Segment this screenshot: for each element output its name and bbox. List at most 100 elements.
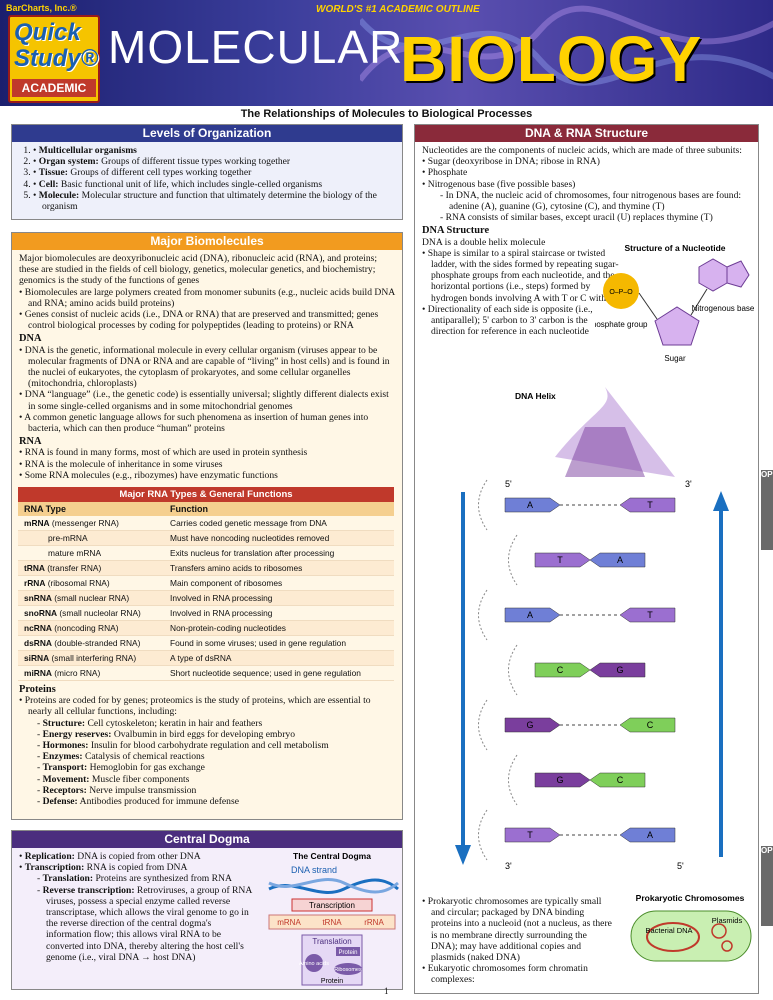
three-prime-bottom: 3' [505, 861, 512, 871]
dna-structure-heading: DNA Structure [422, 225, 490, 237]
nucleotide-base [619, 827, 676, 843]
base-letter: G [526, 720, 533, 730]
header-banner: BarCharts, Inc.® WORLD'S #1 ACADEMIC OUT… [0, 0, 773, 106]
tagline: WORLD'S #1 ACADEMIC OUTLINE [316, 4, 480, 15]
sugar-phosphate-backbone [478, 699, 488, 751]
rna-types-table: Major RNA Types & General Functions RNA … [18, 487, 394, 682]
rna-table-row: mRNA (messenger RNA)Carries coded geneti… [18, 516, 394, 532]
dna-structure-text: DNA is a double helix molecule Shape is … [422, 237, 620, 338]
dogma-subitem: Reverse transcription: Retroviruses, a g… [37, 885, 253, 963]
dna-structure-bullet: Shape is similar to a spiral staircase o… [422, 248, 620, 304]
sugar-label: Sugar [664, 354, 686, 363]
protein-function-item: Structure: Cell cytoskeleton; keratin in… [37, 718, 395, 729]
dogma-figure-title: The Central Dogma [293, 851, 371, 861]
mrna-label: mRNA [277, 918, 301, 927]
sugar-phosphate-backbone [508, 534, 518, 586]
bacterial-dna-label: Bacterial DNA [645, 926, 692, 935]
rna-type-cell: miRNA (micro RNA) [18, 665, 165, 682]
dna-structure-bullet: Directionality of each side is opposite … [422, 304, 620, 338]
open-side-tab: OPEN [761, 470, 773, 550]
prokaryotic-bullet: Prokaryotic chromosomes are typically sm… [422, 896, 613, 963]
table-header: RNA Type [18, 502, 165, 517]
proteins-heading: Proteins [19, 684, 56, 696]
base-letter: T [527, 830, 533, 840]
rna-type-cell: snoRNA (small nucleolar RNA) [18, 605, 165, 622]
level-item: Organ system: Groups of different tissue… [33, 156, 395, 167]
base-note: RNA consists of similar bases, except ur… [440, 212, 751, 223]
dna-heading: DNA [19, 333, 42, 345]
rna-type-cell: ncRNA (noncoding RNA) [18, 620, 165, 637]
sugar-phosphate-backbone [508, 754, 518, 806]
nucleotide-base [619, 497, 676, 513]
nucleotide-base [619, 607, 676, 623]
biomolecules-panel: Major Biomolecules Major biomolecules ar… [11, 232, 403, 820]
dna-rna-title: DNA & RNA Structure [415, 125, 758, 142]
base-letter: T [647, 500, 653, 510]
rna-function-cell: Found in some viruses; used in gene regu… [164, 635, 394, 652]
phosphate-group-label: Phosphate group [595, 320, 648, 329]
nucleotide-figure-title: Structure of a Nucleotide [624, 243, 725, 253]
rna-function-cell: A type of dsRNA [164, 650, 394, 667]
nucleotide-subunit: Nitrogenous base (five possible bases) [422, 179, 751, 190]
protein-label: Protein [338, 950, 357, 956]
levels-body: Multicellular organisms Organ system: Gr… [12, 142, 402, 215]
base-letter: G [616, 665, 623, 675]
level-item: Molecule: Molecular structure and functi… [33, 190, 395, 212]
proteins-intro: Proteins are coded for by genes; proteom… [19, 695, 395, 717]
base-letter: T [647, 610, 653, 620]
nitrogenous-base-label: Nitrogenous base [692, 304, 755, 313]
table-header: Function [164, 502, 394, 517]
nucleotide-diagram: Structure of a Nucleotide O–P–O Phosphat… [595, 243, 755, 363]
base-note: In DNA, the nucleic acid of chromosomes,… [440, 190, 751, 212]
chromosome-text: Prokaryotic chromosomes are typically sm… [415, 893, 620, 989]
level-item: Cell: Basic functional unit of life, whi… [33, 179, 395, 190]
rna-table-row: tRNA (transfer RNA)Transfers amino acids… [18, 560, 394, 577]
helix-background-art [360, 5, 773, 86]
amino-acids-label: Amino acids [299, 961, 329, 967]
logo-line-3: ACADEMIC [12, 79, 96, 97]
dna-bullet: A common genetic language allows for suc… [19, 412, 395, 434]
rna-table-title: Major RNA Types & General Functions [18, 487, 394, 503]
nucleotide-base [589, 552, 646, 568]
dogma-item: Transcription: RNA is copied from DNA [19, 862, 253, 873]
three-prime-top: 3' [685, 479, 692, 489]
prokaryotic-figure-title: Prokaryotic Chromosomes [636, 893, 745, 903]
rna-table-row: snRNA (small nuclear RNA)Involved in RNA… [18, 590, 394, 607]
rna-type-cell: dsRNA (double-stranded RNA) [18, 635, 165, 652]
plasmids-label: Plasmids [712, 916, 743, 925]
ribosomes-label: Ribosomes [334, 967, 362, 973]
nucleotide-base [619, 717, 676, 733]
rrna-label: rRNA [364, 918, 384, 927]
nucleotide-base [534, 662, 591, 678]
eukaryotic-bullet: Eukaryotic chromosomes form chromatin co… [422, 963, 613, 985]
rna-bullet: Some RNA molecules (e.g., ribozymes) hav… [19, 470, 395, 481]
base-letter: C [647, 720, 654, 730]
page-title-biology: BIOLOGY [400, 23, 703, 95]
central-dogma-body: Replication: DNA is copied from other DN… [12, 848, 260, 966]
rna-table-row: dsRNA (double-stranded RNA)Found in some… [18, 635, 394, 652]
rna-function-cell: Involved in RNA processing [164, 605, 394, 622]
logo-line-1: Quick [14, 19, 81, 46]
central-dogma-diagram: The Central Dogma DNA strand Transcripti… [268, 851, 399, 986]
biomolecules-body: Major biomolecules are deoxyribonucleic … [12, 250, 402, 484]
protein-function-item: Enzymes: Catalysis of chemical reactions [37, 751, 395, 762]
sugar-phosphate-backbone [478, 479, 488, 531]
rna-table-row: rRNA (ribosomal RNA)Main component of ri… [18, 575, 394, 592]
trna-label: tRNA [322, 918, 342, 927]
protein-function-item: Energy reserves: Ovalbumin in bird eggs … [37, 729, 395, 740]
rna-table-row: ncRNA (noncoding RNA)Non-protein-coding … [18, 620, 394, 637]
nucleotide-base [504, 827, 561, 843]
rna-function-cell: Non-protein-coding nucleotides [164, 620, 394, 637]
base-letter: A [647, 830, 653, 840]
nucleotide-base [589, 772, 646, 788]
levels-title: Levels of Organization [12, 125, 402, 142]
rna-type-cell: pre-mRNA [18, 530, 165, 547]
base-letter: G [556, 775, 563, 785]
page-number: 1 [384, 986, 389, 996]
rna-function-cell: Carries coded genetic message from DNA [164, 516, 394, 532]
dna-rna-body: Nucleotides are the components of nuclei… [415, 142, 758, 340]
nucleotides-intro: Nucleotides are the components of nuclei… [422, 145, 742, 156]
base-letter: T [557, 555, 563, 565]
